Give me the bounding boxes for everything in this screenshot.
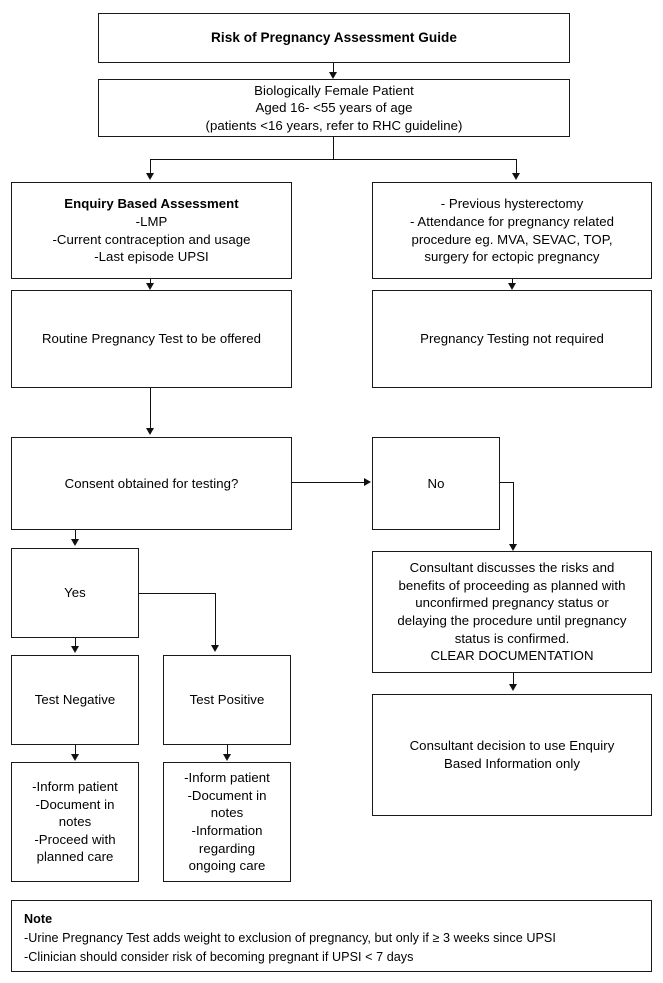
node-test-negative-text: Test Negative [34, 692, 116, 708]
node-title-box: Risk of Pregnancy Assessment Guide [98, 13, 570, 63]
enquiry-heading: Enquiry Based Assessment [64, 196, 239, 212]
connector-no-elbow-horizontal [500, 482, 514, 483]
positive-actions-line-6: ongoing care [188, 858, 266, 874]
connector-consent-to-yes [75, 530, 76, 540]
connector-split-left [150, 159, 151, 174]
arrow-positive-to-actions [223, 754, 231, 761]
connector-yes-to-test-negative [75, 638, 76, 647]
node-negative-actions-box: -Inform patient -Document in notes -Proc… [11, 762, 139, 882]
connector-yes-elbow-horizontal [139, 593, 216, 594]
node-positive-actions-box: -Inform patient -Document in notes -Info… [163, 762, 291, 882]
node-routine-test-box: Routine Pregnancy Test to be offered [11, 290, 292, 388]
negative-actions-line-3: notes [58, 814, 92, 830]
connector-discuss-to-decision [513, 673, 514, 685]
node-positive-actions-text: -Inform patient -Document in notes -Info… [169, 769, 285, 874]
node-patient-text: Biologically Female Patient Aged 16- <55… [104, 82, 564, 135]
arrow-yes-to-test-positive [211, 645, 219, 652]
node-no-testing-text: Pregnancy Testing not required [420, 331, 604, 347]
connector-title-to-patient [333, 63, 334, 74]
node-routine-test-text: Routine Pregnancy Test to be offered [41, 331, 262, 347]
consultant-discuss-line-4: delaying the procedure until pregnancy [397, 613, 627, 628]
exclusion-line-3: procedure eg. MVA, SEVAC, TOP, [411, 231, 613, 247]
consultant-decision-line-1: Consultant decision to use Enquiry [409, 738, 615, 754]
note-line-2: -Clinician should consider risk of becom… [24, 950, 414, 965]
connector-exclusion-to-notesting [512, 279, 513, 284]
exclusion-line-2: - Attendance for pregnancy related [409, 213, 615, 229]
arrow-to-exclusion-box [512, 173, 520, 180]
node-consultant-decision-text: Consultant decision to use Enquiry Based… [378, 737, 646, 772]
connector-positive-to-actions [227, 745, 228, 755]
node-exclusion-text: - Previous hysterectomy - Attendance for… [378, 195, 646, 265]
connector-split-right [516, 159, 517, 174]
consultant-discuss-line-3: unconfirmed pregnancy status or [415, 595, 609, 611]
connector-negative-to-actions [75, 745, 76, 755]
patient-line-2: Aged 16- <55 years of age [255, 100, 413, 116]
enquiry-line-3: -Last episode UPSI [94, 249, 209, 265]
connector-yes-elbow-vertical [215, 593, 216, 646]
consultant-discuss-line-5: status is confirmed. [454, 630, 570, 646]
enquiry-line-1: -LMP [135, 213, 168, 229]
connector-enquiry-to-routine [150, 279, 151, 284]
positive-actions-line-5: regarding [198, 840, 256, 856]
note-title: Note [24, 912, 53, 926]
arrow-routine-to-consent [146, 428, 154, 435]
node-yes-box: Yes [11, 548, 139, 638]
consultant-discuss-line-1: Consultant discusses the risks and [409, 560, 615, 576]
node-consultant-discuss-box: Consultant discusses the risks and benef… [372, 551, 652, 673]
node-test-positive-text: Test Positive [189, 692, 265, 708]
arrow-to-enquiry-box [146, 173, 154, 180]
positive-actions-line-1: -Inform patient [184, 770, 270, 786]
connector-consent-to-no [292, 482, 365, 483]
negative-actions-line-5: planned care [36, 849, 114, 865]
arrow-title-to-patient [329, 72, 337, 79]
negative-actions-line-1: -Inform patient [32, 779, 118, 795]
arrow-discuss-to-decision [509, 684, 517, 691]
node-no-box: No [372, 437, 500, 530]
connector-patient-stem [333, 137, 334, 160]
patient-line-1: Biologically Female Patient [254, 82, 414, 98]
arrow-consent-to-yes [71, 539, 79, 546]
enquiry-line-2: -Current contraception and usage [52, 231, 251, 247]
arrow-yes-to-test-negative [71, 646, 79, 653]
node-no-testing-box: Pregnancy Testing not required [372, 290, 652, 388]
node-note-box: Note -Urine Pregnancy Test adds weight t… [11, 900, 652, 972]
node-exclusion-box: - Previous hysterectomy - Attendance for… [372, 182, 652, 279]
node-test-negative-box: Test Negative [11, 655, 139, 745]
exclusion-line-4: surgery for ectopic pregnancy [424, 249, 600, 265]
node-consultant-decision-box: Consultant decision to use Enquiry Based… [372, 694, 652, 816]
positive-actions-line-2: -Document in [187, 787, 267, 803]
node-consultant-discuss-text: Consultant discusses the risks and benef… [378, 559, 646, 664]
arrow-enquiry-to-routine [146, 283, 154, 290]
arrow-negative-to-actions [71, 754, 79, 761]
node-test-positive-box: Test Positive [163, 655, 291, 745]
positive-actions-line-4: -Information [191, 823, 263, 838]
arrow-consent-to-no [364, 478, 371, 486]
consultant-discuss-line-6: CLEAR DOCUMENTATION [430, 648, 594, 664]
node-consent-text: Consent obtained for testing? [64, 475, 239, 491]
node-yes-text: Yes [64, 585, 86, 601]
node-no-text: No [427, 475, 445, 491]
connector-split-horizontal [150, 159, 517, 160]
node-enquiry-text: Enquiry Based Assessment -LMP -Current c… [17, 195, 286, 265]
negative-actions-line-2: -Document in [35, 796, 115, 812]
consultant-decision-line-2: Based Information only [444, 756, 580, 771]
node-consent-box: Consent obtained for testing? [11, 437, 292, 530]
arrow-no-to-consultant-discuss [509, 544, 517, 551]
exclusion-line-1: - Previous hysterectomy [440, 196, 584, 212]
arrow-exclusion-to-notesting [508, 283, 516, 290]
connector-no-elbow-vertical [513, 482, 514, 545]
positive-actions-line-3: notes [210, 805, 244, 821]
node-enquiry-box: Enquiry Based Assessment -LMP -Current c… [11, 182, 292, 279]
connector-routine-to-consent [150, 388, 151, 429]
node-negative-actions-text: -Inform patient -Document in notes -Proc… [17, 778, 133, 866]
patient-line-3: (patients <16 years, refer to RHC guidel… [205, 117, 463, 133]
negative-actions-line-4: -Proceed with [34, 831, 116, 847]
node-title-text: Risk of Pregnancy Assessment Guide [211, 29, 457, 45]
note-content: Note -Urine Pregnancy Test adds weight t… [24, 910, 639, 967]
note-line-1: -Urine Pregnancy Test adds weight to exc… [24, 931, 556, 946]
node-patient-box: Biologically Female Patient Aged 16- <55… [98, 79, 570, 137]
consultant-discuss-line-2: benefits of proceeding as planned with [398, 577, 626, 593]
